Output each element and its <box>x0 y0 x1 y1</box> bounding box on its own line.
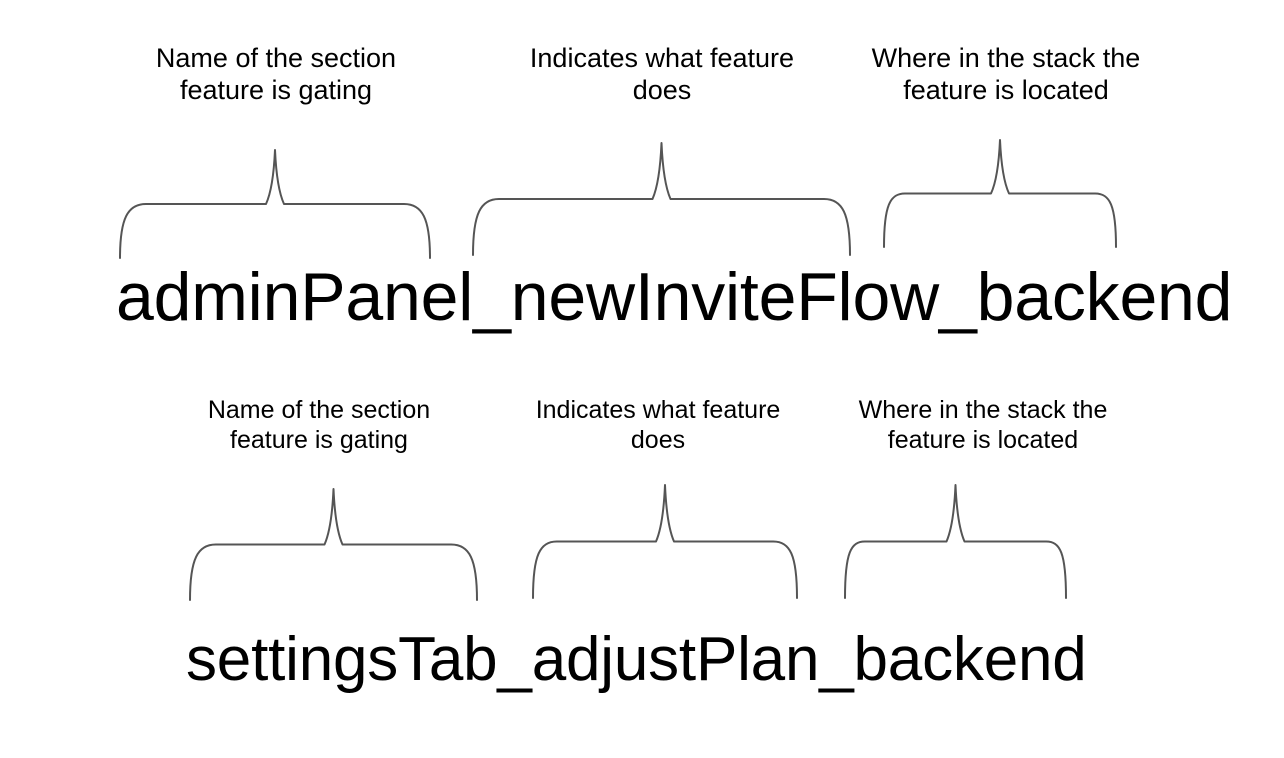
caption-backend-row2: Where in the stack the feature is locate… <box>858 396 1108 454</box>
feature-flag-string-2: settingsTab_adjustPlan_backend <box>186 625 1087 694</box>
caption-backend-row1: Where in the stack the feature is locate… <box>871 43 1141 105</box>
brace-newInviteFlow <box>472 142 851 256</box>
caption-adminPanel: Name of the section feature is gating <box>155 43 397 105</box>
brace-backend-1 <box>883 139 1117 248</box>
brace-adminPanel <box>119 149 431 259</box>
caption-adjustPlan: Indicates what feature does <box>535 396 781 454</box>
caption-newInviteFlow: Indicates what feature does <box>529 43 795 105</box>
feature-flag-string-1: adminPanel_newInviteFlow_backend <box>116 259 1233 335</box>
caption-settingsTab: Name of the section feature is gating <box>207 396 431 454</box>
brace-adjustPlan <box>532 484 798 599</box>
brace-backend-2 <box>844 484 1067 599</box>
brace-settingsTab <box>189 488 478 601</box>
